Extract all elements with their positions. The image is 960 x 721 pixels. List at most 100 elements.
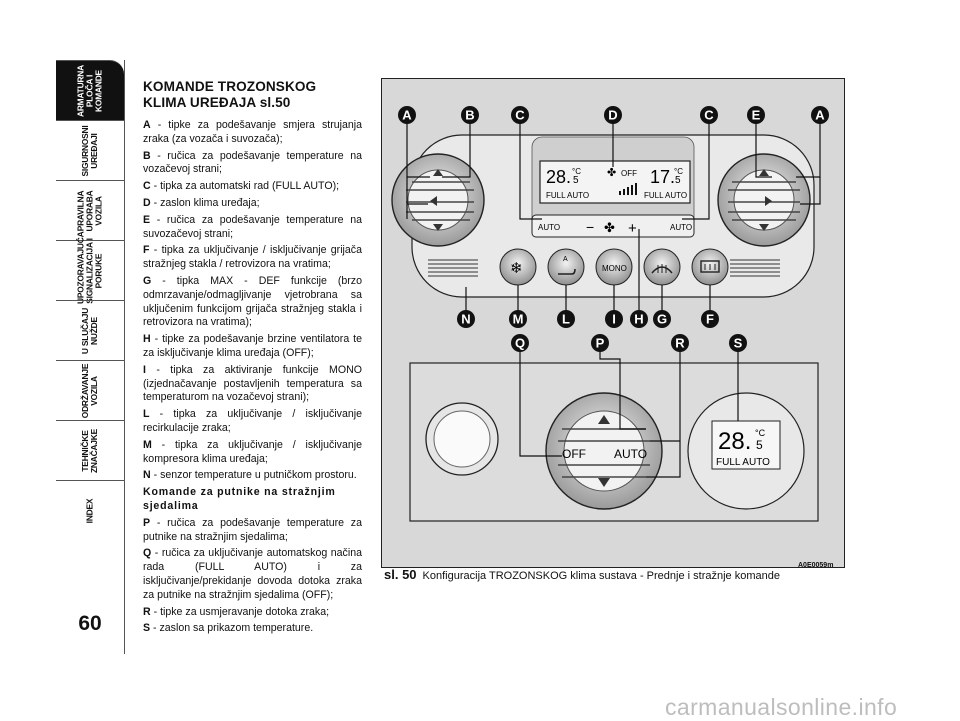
callout-letter: C <box>515 108 525 123</box>
callout-m: M <box>509 310 527 328</box>
text-column: KOMANDE TROZONSKOG KLIMA UREĐAJA sl.50 A… <box>143 79 362 639</box>
legend-item: M - tipka za uključivanje / isključivanj… <box>143 439 362 467</box>
chapter-tab[interactable]: ARMATURNA PLOČA I KOMANDE <box>56 60 124 120</box>
callout-letter: C <box>704 108 714 123</box>
recirculation-a-label: A <box>563 256 568 263</box>
callout-f: F <box>701 310 719 328</box>
rear-window-heater-button[interactable] <box>691 248 729 286</box>
left-temp-text: 28. <box>546 167 571 187</box>
callout-s: S <box>729 334 747 352</box>
legend-item: N - senzor temperature u putničkom prost… <box>143 469 362 483</box>
auto-button-right[interactable]: AUTO <box>670 223 692 232</box>
legend-text: - tipka za aktiviranje funkcije MONO (iz… <box>143 363 362 404</box>
callout-letter: A <box>402 108 412 123</box>
fan-minus-button[interactable]: − <box>586 219 594 235</box>
right-temperature-knob[interactable] <box>717 153 811 247</box>
legend-text: - tipka za uključivanje / isključivanje … <box>143 408 362 434</box>
max-def-button[interactable] <box>643 248 681 286</box>
rear-auto-label: AUTO <box>614 447 647 461</box>
chapter-tab[interactable]: SIGURNOSNI UREĐAJI <box>56 120 124 180</box>
chapter-tab-label: TEHNIČKE ZNAČAJKE <box>80 429 99 474</box>
callout-letter: L <box>562 312 570 327</box>
chapter-tab[interactable]: ODRŽAVANJE VOZILA <box>56 360 124 420</box>
legend-text: - tipka za uključivanje / isključivanje … <box>143 244 362 271</box>
legend-item: B - ručica za podešavanje temperature na… <box>143 150 362 178</box>
callout-c: C <box>700 106 718 124</box>
rear-defrost-icon <box>700 260 720 273</box>
fan-plus-button[interactable]: + <box>628 220 637 237</box>
front-display: 28. 5 °C FULL AUTO ✤ OFF 17. 5 °C FULL A… <box>539 160 691 204</box>
callout-letter: D <box>608 108 617 123</box>
legend-key: R <box>143 605 151 618</box>
rear-items-list: P - ručica za podešavanje temperature za… <box>143 517 362 636</box>
callout-letter: R <box>675 336 685 351</box>
caption-text: Konfiguracija TROZONSKOG klima sustava -… <box>422 570 780 582</box>
legend-text: - ručica za uključivanje automatskog nač… <box>143 547 362 601</box>
rear-heading: Komande za putnike na stražnjim sjedalim… <box>143 486 336 512</box>
callout-letter: S <box>734 336 743 351</box>
left-temp-dec: 5 <box>573 175 579 186</box>
legend-item: E - ručica za podešavanje temperature na… <box>143 214 362 242</box>
legend-item: S - zaslon sa prikazom temperature. <box>143 622 362 636</box>
rear-off-label: OFF <box>562 447 586 461</box>
callout-letter: I <box>612 312 616 327</box>
legend-key: N <box>143 469 151 482</box>
chapter-tab-label: SIGURNOSNI UREĐAJI <box>80 125 99 177</box>
legend-key: I <box>143 363 146 376</box>
legend-text: - ručica za podešavanje temperature za p… <box>143 516 362 543</box>
tab-divider-line <box>124 60 125 654</box>
climate-figure: 28. 5 °C FULL AUTO ✤ OFF 17. 5 °C FULL A… <box>381 78 845 568</box>
chapter-tab[interactable]: PRAVILNA UPORABA VOZILA <box>56 180 124 240</box>
callout-letter: A <box>815 108 825 123</box>
legend-item: R - tipke za usmjeravanje dotoka zraka; <box>143 606 362 620</box>
legend-key: A <box>143 119 151 131</box>
callout-l: L <box>557 310 575 328</box>
ac-compressor-button[interactable]: ❄ <box>499 248 537 286</box>
chapter-tab[interactable]: INDEX <box>56 480 124 540</box>
legend-key: S <box>143 622 151 635</box>
right-mode-text: FULL AUTO <box>644 191 687 200</box>
rear-temp-dec: 5 <box>756 438 763 452</box>
front-panel: 28. 5 °C FULL AUTO ✤ OFF 17. 5 °C FULL A… <box>391 134 815 298</box>
chapter-tab[interactable]: TEHNIČKE ZNAČAJKE <box>56 420 124 480</box>
rear-air-vent <box>425 402 499 476</box>
recirculation-button[interactable]: A <box>547 248 585 286</box>
chapter-tab-label: UPOZORAVAJUĆA SIGNALIZACIJA I PORUKE <box>75 231 104 304</box>
page-number: 60 <box>78 612 102 635</box>
rear-mode-text: FULL AUTO <box>716 457 770 468</box>
fan-icon: ✤ <box>607 167 616 179</box>
rear-temperature-knob[interactable]: OFF AUTO <box>545 392 663 510</box>
legend-text: - ručica za podešavanje temperature na s… <box>143 213 362 240</box>
chapter-tab-label: U SLUČAJU NUŽDE <box>80 307 99 355</box>
snowflake-icon: ❄ <box>510 260 523 277</box>
legend-key: F <box>143 244 150 257</box>
legend-item: A - tipke za podešavanje smjera strujanj… <box>143 119 362 147</box>
legend-text: - senzor temperature u putničkom prostor… <box>150 469 357 482</box>
legend-key: H <box>143 333 151 346</box>
callout-letter: H <box>634 312 643 327</box>
chapter-tabs: ARMATURNA PLOČA I KOMANDE SIGURNOSNI UREĐ… <box>56 60 124 650</box>
chapter-tab-label: INDEX <box>84 498 95 524</box>
auto-button-left[interactable]: AUTO <box>538 223 560 232</box>
callout-n: N <box>457 310 475 328</box>
callout-c: C <box>511 106 529 124</box>
mono-button[interactable]: MONO <box>595 248 633 286</box>
chapter-tab[interactable]: U SLUČAJU NUŽDE <box>56 300 124 360</box>
vent-grille-left <box>428 259 478 277</box>
legend-item: F - tipka za uključivanje / isključivanj… <box>143 244 362 272</box>
vent-grille-right <box>730 259 780 277</box>
legend-text: - zaslon klima uređaja; <box>150 196 260 209</box>
callout-letter: M <box>513 312 524 327</box>
callout-letter: E <box>752 108 761 123</box>
callout-letter: N <box>461 312 470 327</box>
legend-text: - tipke za podešavanje smjera strujanja … <box>143 119 362 145</box>
legend-text: - tipka za uključivanje / isključivanje … <box>143 438 362 465</box>
chapter-tab[interactable]: UPOZORAVAJUĆA SIGNALIZACIJA I PORUKE <box>56 232 124 304</box>
callout-a: A <box>398 106 416 124</box>
fan-speed-bars-icon <box>619 183 637 195</box>
callout-letter: G <box>657 312 667 327</box>
callout-i: I <box>605 310 623 328</box>
legend-item: G - tipka MAX - DEF funkcije (brzo odmrz… <box>143 275 362 330</box>
callout-letter: F <box>706 312 714 327</box>
legend-key: P <box>143 516 151 529</box>
